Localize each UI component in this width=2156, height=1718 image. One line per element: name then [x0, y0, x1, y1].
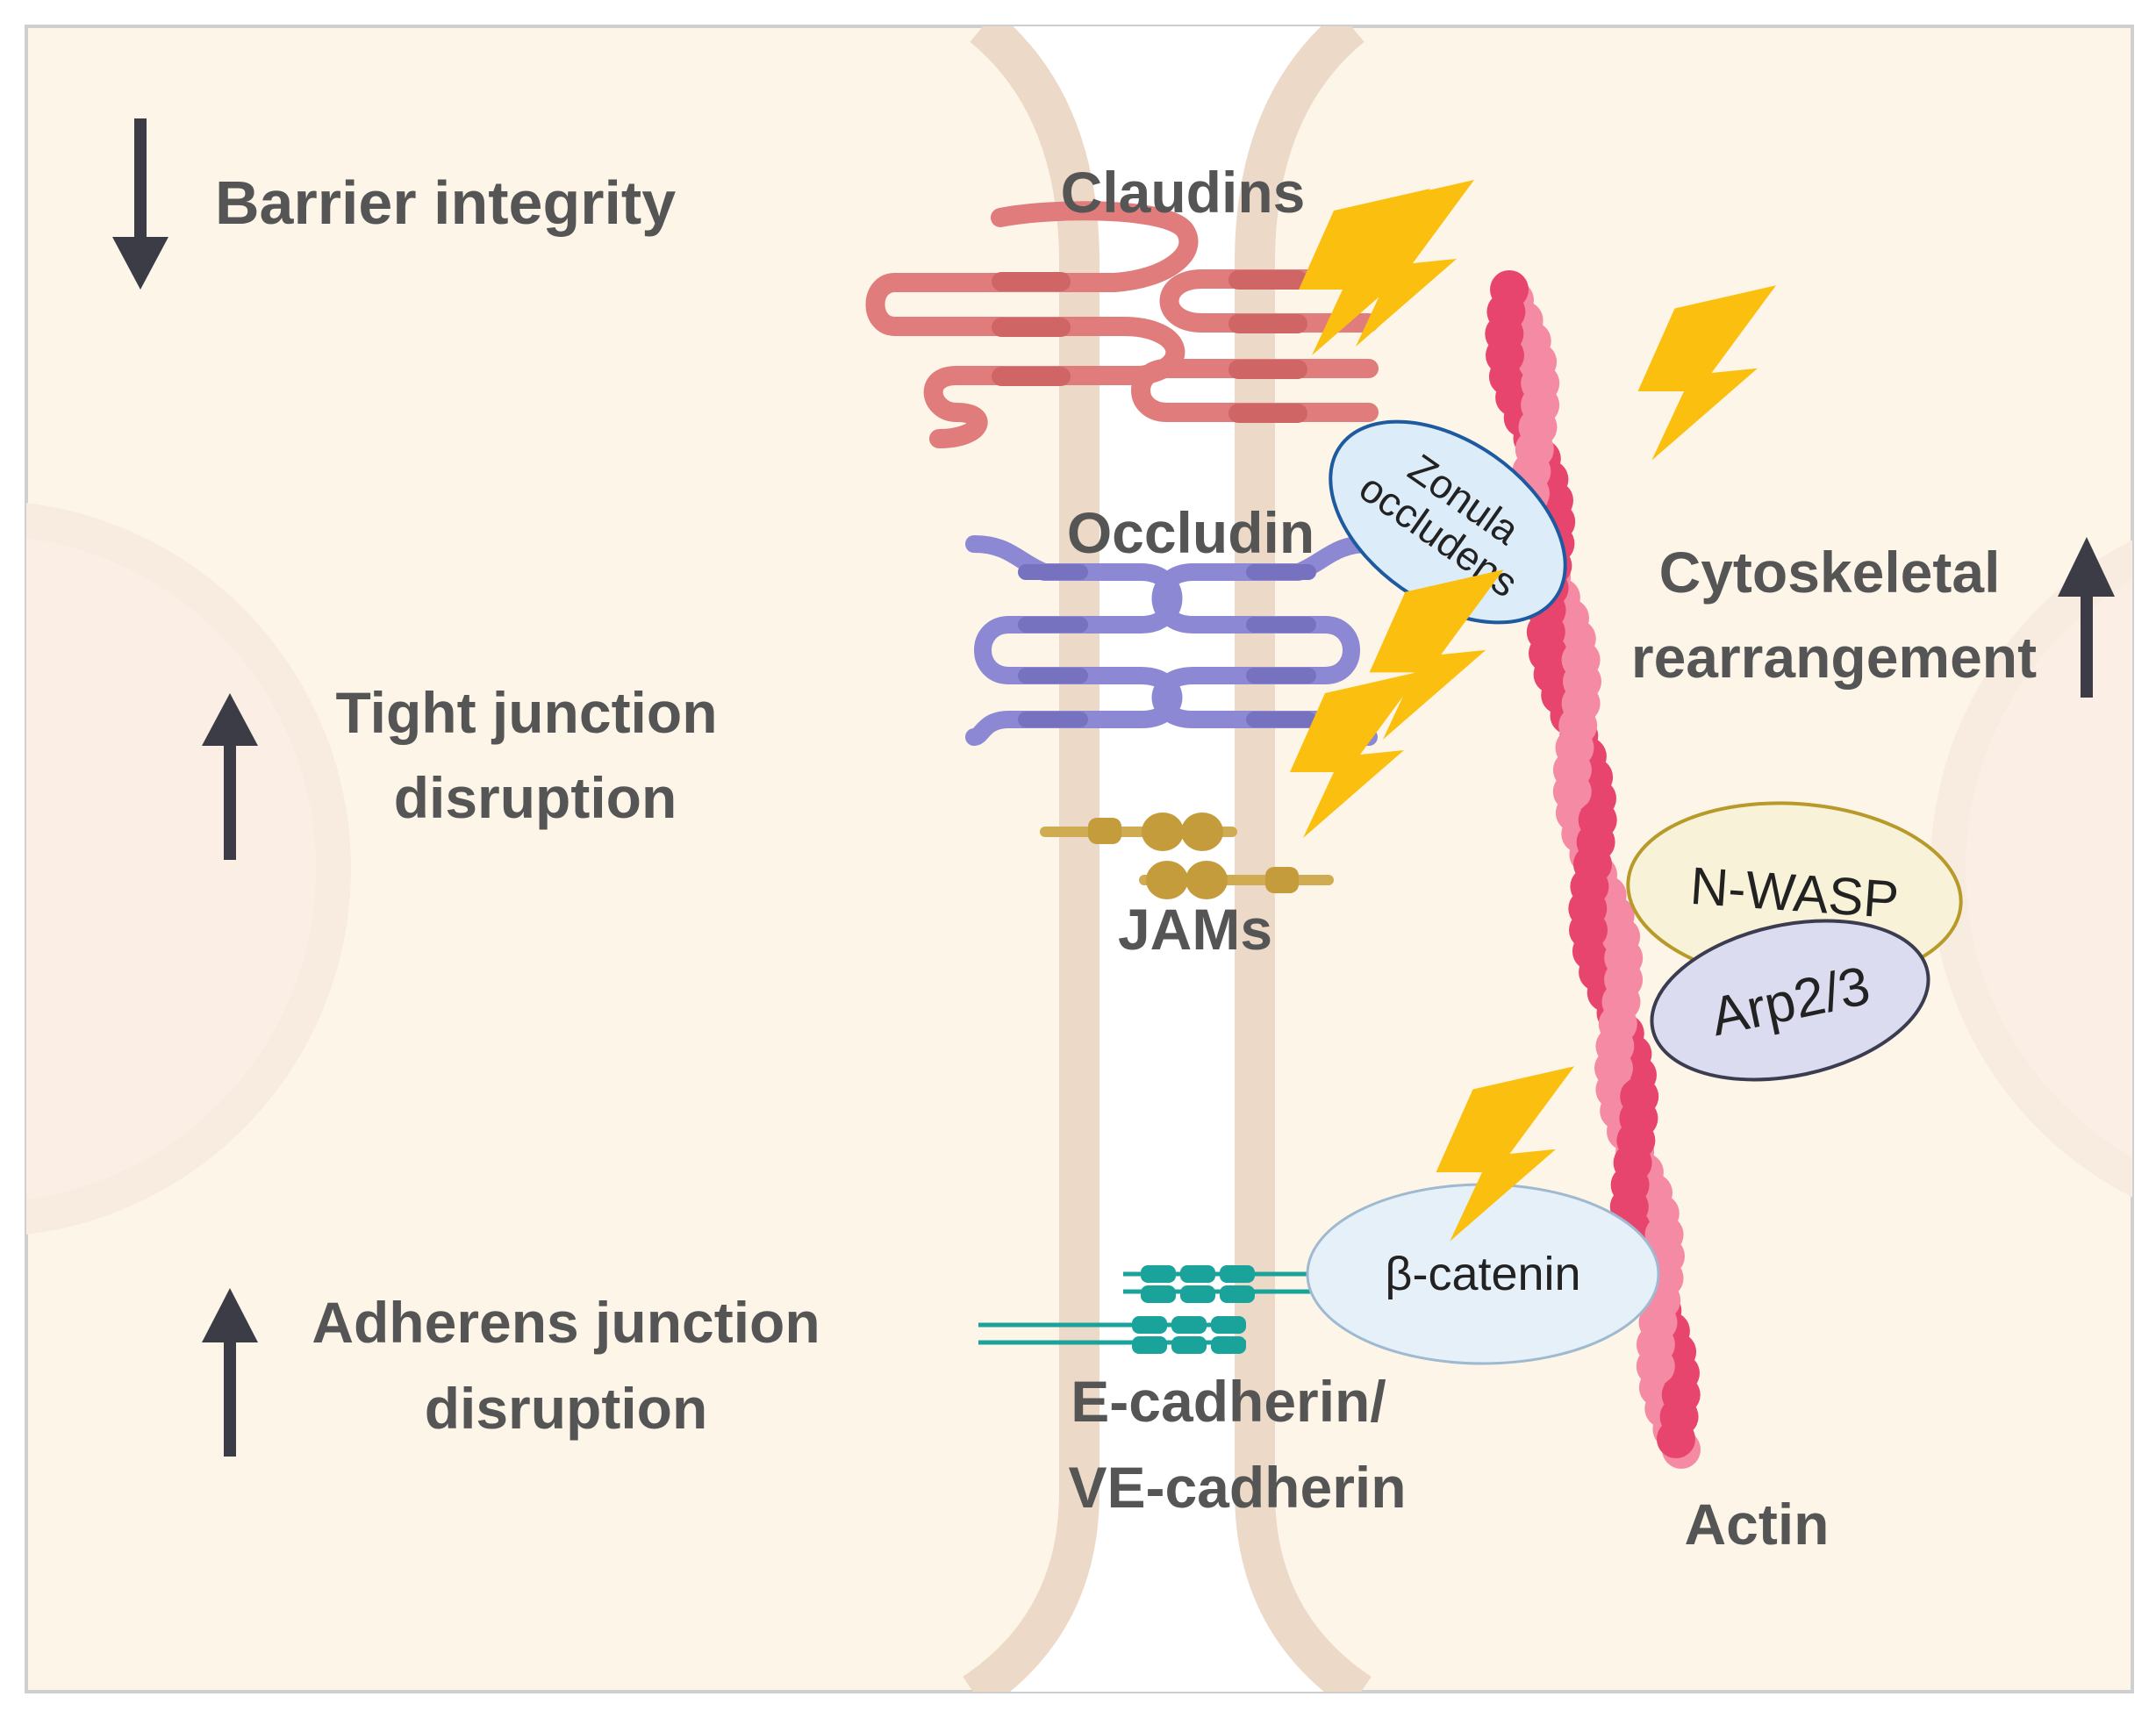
- barrier-integrity-label: Barrier integrity: [215, 168, 676, 237]
- tight-junction-disruption-label: disruption: [394, 765, 677, 830]
- adherens-junction-disruption-label: disruption: [425, 1376, 708, 1441]
- arrow-icon: [112, 118, 168, 290]
- occludin-label: Occludin: [1067, 500, 1314, 565]
- intercellular-space: [985, 26, 1334, 1692]
- lightning-bolt-icon: [1369, 569, 1504, 740]
- arrow-icon: [2058, 537, 2115, 698]
- jams-label: JAMs: [1118, 897, 1272, 962]
- arrow-icon: [202, 693, 258, 860]
- tight-junction-label: Tight junction: [335, 680, 717, 745]
- right-nucleus-inner: [1966, 579, 2132, 1158]
- actin-bead: [1515, 430, 1554, 469]
- actin-bead: [1657, 1420, 1695, 1458]
- cytoskeletal-label: Cytoskeletal: [1659, 540, 2001, 605]
- actin-bead: [1598, 1005, 1637, 1044]
- adherens-junction-label: Adherens junction: [312, 1290, 820, 1355]
- lightning-bolt-icon: [1299, 189, 1430, 355]
- actin-bead: [1573, 845, 1612, 884]
- cadherin-proteins: [978, 1265, 1325, 1354]
- lightning-bolt-icon: [1637, 285, 1776, 461]
- claudin-proteins: [865, 201, 1379, 448]
- rearrangement-label: rearrangement: [1631, 625, 2037, 690]
- actin-bead: [1613, 1143, 1652, 1183]
- beta-catenin-label: β-catenin: [1385, 1248, 1580, 1300]
- e-cadherin-label: E-cadherin/: [1071, 1369, 1386, 1434]
- left-nucleus-inner: [26, 538, 316, 1199]
- lightning-bolt-icon: [1436, 1066, 1574, 1242]
- actin-label: Actin: [1685, 1492, 1830, 1557]
- lightning-bolt-icon: [1290, 671, 1422, 838]
- arp-oval: Arp2/3: [1650, 919, 1930, 1082]
- left-cell-membrane: [962, 26, 1099, 1692]
- ve-cadherin-label: VE-cadherin: [1068, 1455, 1406, 1520]
- right-cell-membrane: [1235, 26, 1372, 1692]
- nwasp-label: N-WASP: [1688, 856, 1901, 929]
- jam-proteins: [1040, 812, 1334, 899]
- actin-bead: [1490, 270, 1529, 309]
- claudin-bands: [992, 270, 1307, 423]
- claudins-label: Claudins: [1061, 160, 1306, 225]
- zonula-occludens-oval: Zonula occludens: [1329, 419, 1567, 625]
- occludin-bands: [1018, 564, 1316, 727]
- arrow-icon: [202, 1288, 258, 1457]
- actin-bead: [1558, 705, 1598, 745]
